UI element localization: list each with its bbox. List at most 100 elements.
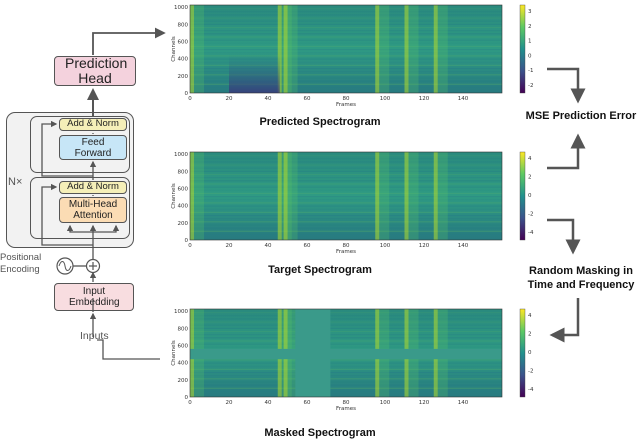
harmonic-streak [190, 230, 502, 232]
masking-to-masked-arrow [549, 298, 580, 343]
harmonic-streak [190, 375, 502, 377]
harmonic-streak [190, 224, 502, 226]
x-tick-label: 20 [226, 243, 233, 249]
multi-head-attention-label: Multi-Head Attention [68, 199, 118, 221]
colorbar-tick-label: 3 [528, 9, 532, 15]
colorbar-tick-label: 2 [528, 175, 532, 181]
x-tick-label: 140 [458, 243, 469, 249]
onset-glow [408, 152, 419, 240]
harmonic-streak [190, 337, 502, 339]
onset-glow [437, 152, 448, 240]
y-tick-label: 1000 [174, 5, 188, 11]
harmonic-streak [190, 36, 502, 38]
x-axis-label: Frames [336, 249, 356, 255]
x-tick-label: 140 [458, 400, 469, 406]
harmonic-streak [190, 324, 502, 326]
colorbar-tick-label: -4 [528, 230, 534, 236]
colorbar-tick-label: 0 [528, 350, 532, 356]
predicted-title: Predicted Spectrogram [259, 116, 381, 128]
onset-glow [287, 5, 298, 93]
y-tick-label: 400 [178, 57, 189, 63]
harmonic-streak [190, 233, 502, 236]
y-tick-label: 800 [178, 169, 189, 175]
harmonic-streak [190, 167, 502, 169]
harmonic-streak [190, 158, 502, 160]
harmonic-streak [190, 186, 502, 188]
harmonic-streak [190, 61, 502, 63]
x-tick-label: 80 [343, 96, 350, 102]
harmonic-streak [190, 30, 502, 32]
harmonic-streak [190, 192, 502, 195]
x-tick-label: 40 [265, 243, 272, 249]
harmonic-streak [190, 371, 502, 374]
x-tick-label: 60 [304, 96, 311, 102]
spectrogram-frame [189, 4, 503, 94]
y-axis-label: Channels [171, 183, 177, 209]
x-tick-label: 120 [419, 243, 430, 249]
y-tick-label: 600 [178, 343, 189, 349]
harmonic-streak [190, 173, 502, 176]
onset-glow [194, 152, 204, 240]
colorbar [519, 4, 526, 94]
onset-column [375, 152, 380, 240]
colorbar-tick-label: -2 [528, 212, 533, 218]
mse-prediction-error-label: MSE Prediction Error [525, 110, 637, 122]
colorbar-tick-label: -2 [528, 369, 533, 375]
harmonic-streak [190, 318, 502, 320]
x-tick-label: 100 [380, 96, 391, 102]
x-axis-label: Frames [336, 102, 356, 108]
onset-glow [437, 5, 448, 93]
transformer-arrows [41, 88, 120, 337]
masked-title: Masked Spectrogram [264, 427, 376, 439]
harmonic-streak [190, 221, 502, 223]
y-tick-label: 800 [178, 326, 189, 332]
harmonic-streak [190, 199, 502, 201]
x-tick-label: 40 [265, 96, 272, 102]
onset-column [433, 5, 438, 93]
colorbar [519, 151, 526, 241]
harmonic-streak [190, 55, 502, 57]
random-masking-label: Random Masking in Time and Frequency [527, 265, 635, 291]
input-embedding-block: Input Embedding [54, 283, 134, 311]
harmonic-streak [190, 183, 502, 185]
predicted-to-mse-arrow [547, 67, 586, 104]
onset-glow [408, 5, 419, 93]
masked-to-inputs-line [97, 339, 160, 360]
harmonic-streak [190, 205, 502, 207]
y-tick-label: 400 [178, 204, 189, 210]
x-tick-label: 80 [343, 243, 350, 249]
harmonic-streak [190, 80, 502, 82]
harmonic-streak [190, 340, 502, 342]
target-to-mse-arrow [547, 133, 586, 170]
harmonic-streak [190, 346, 502, 348]
positional-encoding-icon [56, 257, 74, 275]
harmonic-streak [190, 202, 502, 204]
colorbar-tick-label: 0 [528, 53, 532, 59]
x-tick-label: 20 [226, 400, 233, 406]
colorbar-tick-label: 2 [528, 332, 532, 338]
harmonic-streak [190, 327, 502, 329]
harmonic-streak [190, 71, 502, 73]
x-tick-label: 0 [188, 400, 192, 406]
onset-column [404, 5, 409, 93]
harmonic-streak [190, 334, 502, 336]
colorbar [519, 308, 526, 398]
harmonic-streak [190, 49, 502, 51]
harmonic-streak [190, 177, 502, 179]
harmonic-streak [190, 214, 502, 217]
harmonic-streak [190, 8, 502, 10]
harmonic-streak [190, 381, 502, 383]
inputs-label: Inputs [80, 330, 109, 342]
onset-column [283, 152, 288, 240]
x-tick-label: 40 [265, 400, 272, 406]
frequency-mask-band [190, 348, 502, 360]
x-tick-label: 140 [458, 96, 469, 102]
harmonic-streak [190, 52, 502, 54]
colorbar-tick-label: 0 [528, 193, 532, 199]
spectrogram-frame [189, 308, 503, 398]
y-tick-label: 200 [178, 221, 189, 227]
